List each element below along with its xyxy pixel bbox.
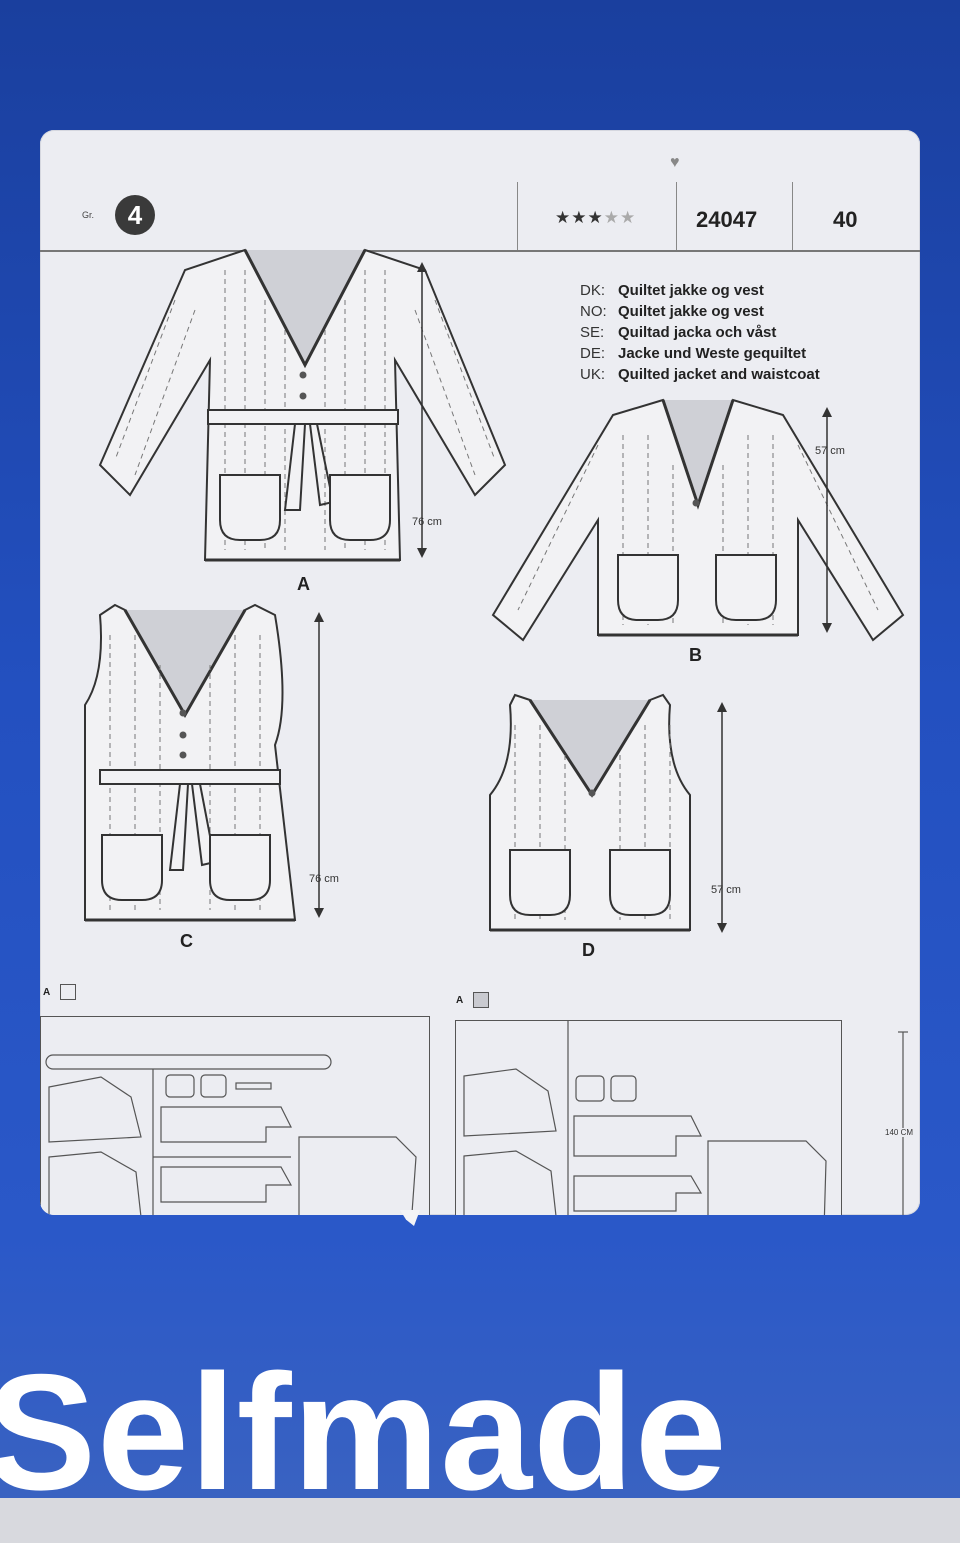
view-c-length: 76 cm	[309, 873, 339, 885]
size-group-badge: 4	[115, 195, 155, 235]
layout-right-swatch	[473, 992, 489, 1008]
layout-right-label: A	[456, 995, 464, 1006]
bottom-strip	[0, 1498, 960, 1543]
title-row: SE:Quiltad jacka och våst	[580, 324, 777, 341]
cutting-layout-right-pieces	[463, 1021, 827, 1215]
cutting-layout-right	[455, 1020, 842, 1215]
view-b-length: 57 cm	[815, 445, 845, 457]
fabric-width-label: 140 CM	[885, 1128, 914, 1137]
difficulty-rating: ★★★★★	[555, 208, 636, 228]
view-a-length-arrow	[417, 262, 427, 558]
cutting-layout-left-pieces	[45, 1054, 417, 1215]
fabric-width-arrow	[898, 1031, 908, 1215]
view-c-letter: C	[180, 931, 193, 951]
header-rule	[40, 250, 920, 252]
layout-left-label: A	[43, 987, 51, 998]
heart-icon: ♥	[670, 154, 680, 171]
size-number: 40	[833, 207, 858, 232]
view-d-drawing	[489, 693, 691, 932]
view-c-drawing	[84, 603, 297, 922]
header-divider	[676, 182, 677, 250]
view-a-length: 76 cm	[412, 516, 442, 528]
cutting-layout-left	[40, 1016, 430, 1215]
view-b-drawing	[491, 398, 905, 642]
view-b-letter: B	[689, 645, 702, 665]
header-divider	[792, 182, 793, 250]
view-d-length-arrow	[717, 702, 727, 933]
layout-left-swatch	[60, 984, 76, 1000]
pattern-envelope-sheet: ♥ Gr. 4 ★★★★★ 24047 40 DK:Quiltet jakke …	[40, 130, 920, 1215]
pattern-number: 24047	[696, 207, 758, 232]
difficulty-stars-filled: ★★★	[555, 208, 604, 227]
title-row: DE:Jacke und Weste gequiltet	[580, 345, 807, 362]
title-row: DK:Quiltet jakke og vest	[580, 282, 764, 299]
title-row: UK:Quilted jacket and waistcoat	[580, 366, 820, 383]
title-list: DK:Quiltet jakke og vest NO:Quiltet jakk…	[580, 280, 820, 385]
view-c-length-arrow	[314, 612, 324, 918]
view-a-letter: A	[297, 574, 310, 594]
header-divider	[517, 182, 518, 250]
view-a-drawing	[98, 248, 507, 562]
difficulty-stars-empty: ★★	[603, 208, 637, 227]
view-b-length-arrow	[822, 407, 832, 633]
view-d-letter: D	[582, 940, 595, 960]
title-row: NO:Quiltet jakke og vest	[580, 303, 764, 320]
brand-logo-text: Selfmade	[0, 1340, 728, 1524]
view-d-length: 57 cm	[711, 884, 741, 896]
size-group-label: Gr.	[82, 210, 95, 220]
